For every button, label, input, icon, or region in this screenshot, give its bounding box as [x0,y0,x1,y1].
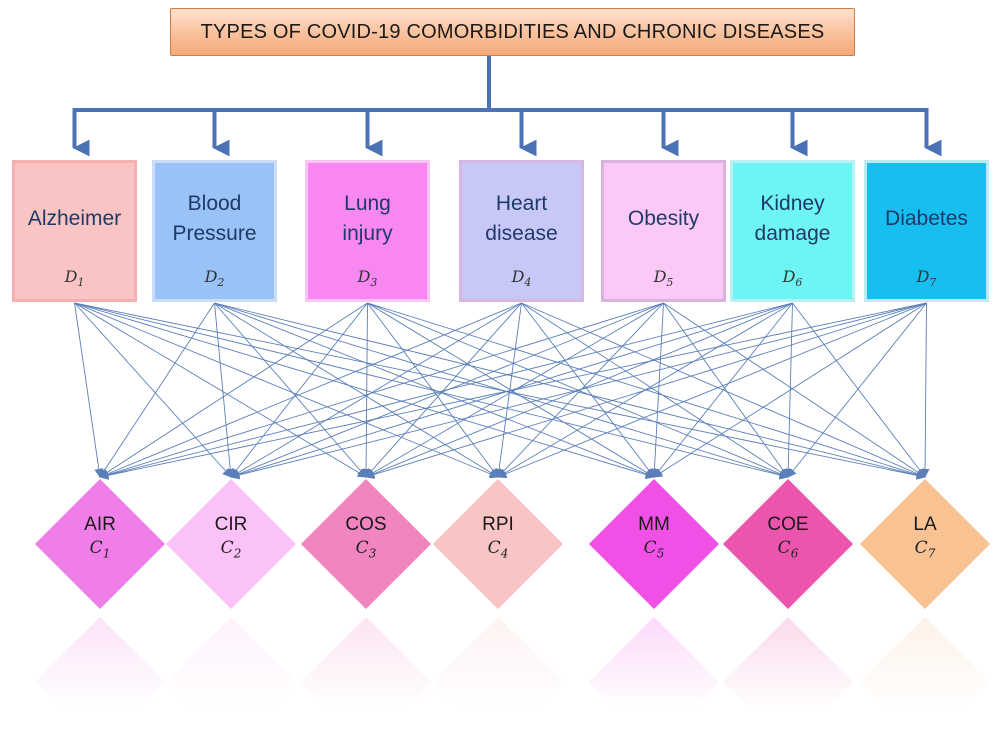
link-d4-c5 [521,302,655,478]
complication-node-7: LA C7 [859,478,991,747]
link-d7-c7 [920,302,930,478]
disease-symbol: D2 [204,267,225,290]
complication-node-3: COS C3 [300,478,432,747]
link-d2-c3 [214,302,367,478]
complication-symbol: C7 [914,538,936,561]
complication-node-1: AIR C1 [34,478,166,747]
disease-label: Blood Pressure [172,192,257,245]
disease-symbol: D7 [916,267,937,290]
complication-node-5: MM C5 [588,478,720,747]
complication-node-4: RPI C4 [432,478,564,747]
link-d4-c3 [365,302,522,478]
disease-symbol: D1 [64,267,85,290]
disease-label: Obesity [627,207,700,230]
link-d7-c2 [230,302,927,480]
link-d3-c2 [230,302,368,478]
link-d2-c1 [99,302,215,478]
complication-label: AIR [84,514,116,535]
link-d7-c1 [99,302,927,480]
disease-symbol: D6 [782,267,803,290]
link-d1-c6 [74,302,789,480]
complication-label: RPI [482,514,514,535]
link-d4-c2 [230,302,522,478]
link-d6-c7 [792,302,926,478]
link-d1-c2 [74,302,232,478]
link-d6-c1 [99,302,793,480]
complication-label: CIR [214,514,248,535]
link-d7-c5 [653,302,927,478]
complication-symbol: C6 [777,538,799,561]
complication-label: COE [767,514,809,535]
link-d2-c5 [214,302,655,479]
link-d5-c6 [663,302,789,478]
complication-symbol: C5 [643,538,665,561]
link-d5-c7 [663,302,926,478]
disease-symbol: D3 [357,267,378,290]
link-d1-c4 [74,302,499,479]
connection-diagram [72,56,942,480]
complication-symbol: C1 [89,538,111,561]
complication-symbol: C3 [355,538,377,561]
link-d3-c4 [367,302,499,478]
disease-label: Alzheimer [27,207,122,230]
link-d5-c4 [497,302,664,478]
link-d4-c1 [99,302,522,479]
complication-node-2: CIR C2 [165,478,297,747]
hierarchy-connector [72,56,942,157]
link-d7-c4 [497,302,927,479]
complication-label: LA [913,514,937,535]
diagram-title: TYPES OF COVID-19 COMORBIDITIES AND CHRO… [170,8,855,56]
link-d3-c1 [99,302,368,478]
link-d4-c4 [494,302,522,478]
disease-label: Kidney damage [754,192,831,245]
complication-label: MM [638,514,670,535]
link-d2-c2 [214,302,235,478]
disease-complication-links [74,302,930,480]
disease-label: Heart disease [485,192,558,245]
complication-node-6: COE C6 [722,478,854,747]
disease-symbol: D5 [653,267,674,290]
link-d1-c3 [74,302,367,478]
link-d2-c6 [214,302,789,479]
link-d7-c3 [365,302,927,479]
complication-label: COS [345,514,387,535]
link-d7-c6 [787,302,927,478]
link-d5-c1 [99,302,664,479]
link-d6-c5 [653,302,793,478]
link-d1-c1 [74,302,104,478]
complication-symbol: C4 [487,538,509,561]
link-d2-c4 [214,302,499,478]
disease-label: Lung injury [342,192,393,245]
link-d1-c5 [74,302,655,479]
link-d4-c6 [521,302,789,478]
disease-symbol: D4 [511,267,532,290]
link-d3-c3 [361,302,371,478]
disease-label: Diabetes [885,207,968,230]
complication-symbol: C2 [220,538,242,561]
link-d2-c7 [214,302,926,480]
link-d5-c5 [649,302,664,478]
